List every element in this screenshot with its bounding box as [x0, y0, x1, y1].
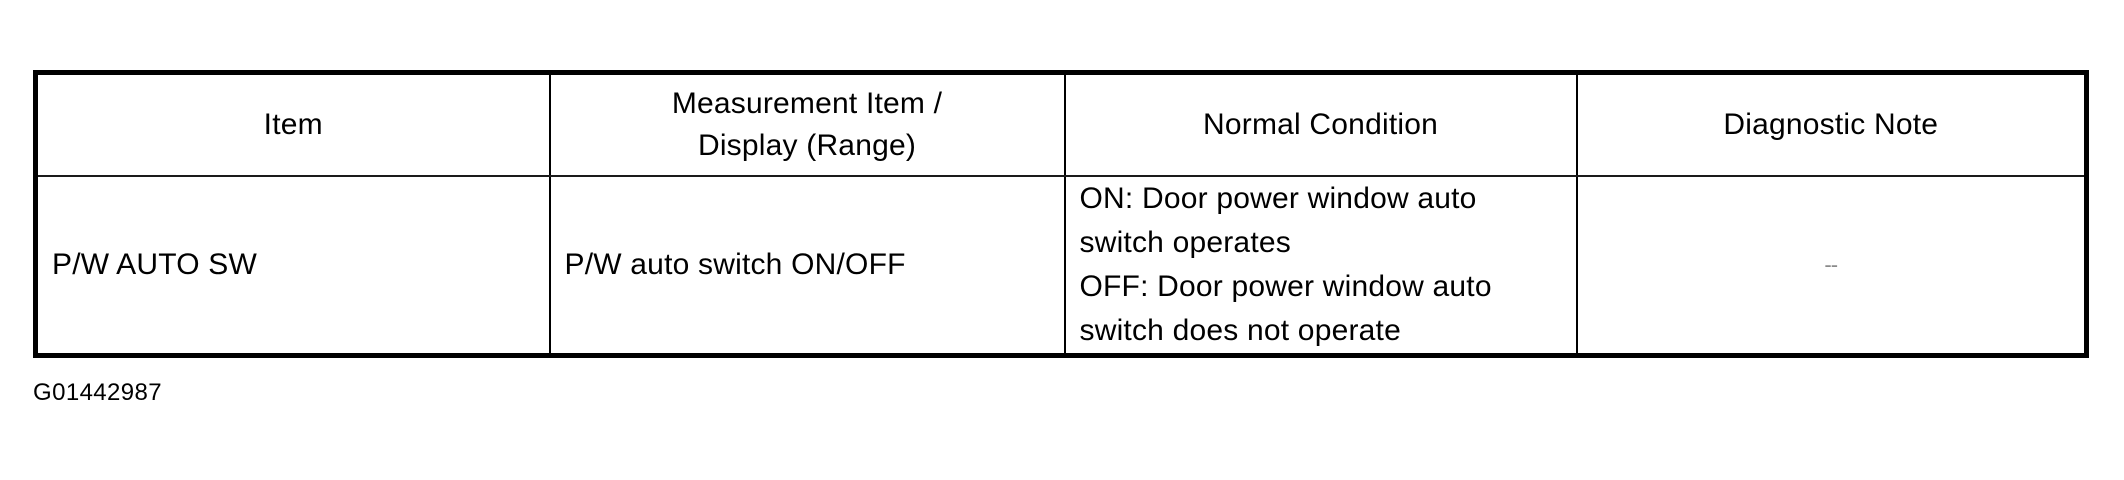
- cell-diagnostic-note-text: --: [1824, 252, 1838, 277]
- column-header-measurement-item: Measurement Item / Display (Range): [548, 72, 1066, 177]
- header-line: Normal Condition: [1203, 108, 1438, 141]
- cell-item: P/W AUTO SW: [35, 176, 551, 356]
- column-header-diagnostic-note: Diagnostic Note: [1575, 72, 2087, 177]
- cell-normal-condition: ON: Door power window auto switch operat…: [1063, 176, 1578, 356]
- service-data-table: Item Measurement Item / Display (Range) …: [33, 70, 2089, 358]
- figure-caption: G01442987: [33, 379, 163, 406]
- cell-item-text: P/W AUTO SW: [52, 248, 257, 281]
- cell-normal-condition-text: ON: Door power window auto switch operat…: [1066, 177, 1576, 353]
- cell-measurement-item: P/W auto switch ON/OFF: [548, 176, 1066, 356]
- column-header-diagnostic-note-text: Diagnostic Note: [1578, 104, 2085, 146]
- table-row: P/W AUTO SW P/W auto switch ON/OFF ON: D…: [35, 176, 2087, 356]
- cell-measurement-item-text: P/W auto switch ON/OFF: [564, 248, 906, 281]
- condition-line: OFF: Door power window auto: [1079, 270, 1492, 303]
- condition-line: switch operates: [1079, 226, 1291, 259]
- column-header-item: Item: [35, 72, 551, 177]
- column-header-item-text: Item: [38, 104, 549, 146]
- column-header-measurement-item-text: Measurement Item / Display (Range): [551, 83, 1064, 167]
- cell-diagnostic-note: --: [1575, 176, 2087, 356]
- header-line: Item: [263, 108, 323, 141]
- header-line: Display (Range): [697, 129, 917, 162]
- condition-line: ON: Door power window auto: [1079, 182, 1477, 215]
- header-line: Diagnostic Note: [1723, 108, 1939, 141]
- column-header-normal-condition: Normal Condition: [1063, 72, 1578, 177]
- header-line: Measurement Item /: [671, 87, 943, 120]
- column-header-normal-condition-text: Normal Condition: [1066, 104, 1576, 146]
- condition-line: switch does not operate: [1079, 314, 1401, 347]
- table-header-row: Item Measurement Item / Display (Range) …: [35, 72, 2087, 177]
